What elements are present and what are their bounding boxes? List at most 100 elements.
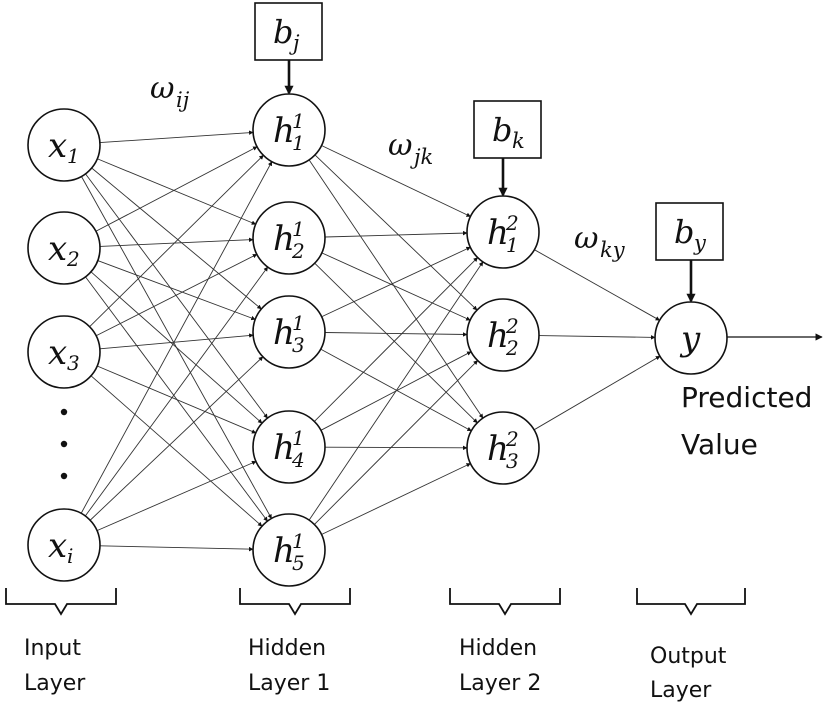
hidden2-node-3: h23 <box>466 411 540 485</box>
weight-jk-sub: jk <box>410 145 433 169</box>
hidden2-label-1: Hidden <box>459 636 537 661</box>
layer-label-hidden1: Hidden Layer 1 <box>248 636 330 696</box>
edge-hidden2-output <box>534 249 661 321</box>
edge-input-hidden1 <box>99 545 254 552</box>
hidden2-node-1-superscript: 2 <box>505 211 519 235</box>
edge-hidden1-hidden2 <box>324 230 468 238</box>
hidden1-node-2-circle <box>252 201 326 275</box>
hidden2-node-2-superscript: 2 <box>505 314 519 338</box>
input-node-4-symbol: x <box>48 526 67 566</box>
edge-input-hidden1 <box>85 276 268 522</box>
brace-output <box>636 588 746 616</box>
output-node-symbol: y <box>679 319 701 359</box>
weight-label-jk: ω jk <box>388 128 433 169</box>
edge-input-hidden1 <box>97 260 256 321</box>
hidden1-node-5-superscript: 1 <box>292 529 305 553</box>
hidden2-node-2-symbol: h <box>487 316 509 356</box>
hidden1-node-1-symbol: h <box>273 111 295 151</box>
hidden1-node-4-symbol: h <box>273 428 295 468</box>
hidden1-node-3: h13 <box>252 295 326 369</box>
input-node-2-subscript: 2 <box>66 247 80 271</box>
edge-hidden1-hidden2 <box>314 257 478 422</box>
brace-hidden2 <box>449 588 561 616</box>
ellipsis-dot <box>60 472 68 480</box>
input-node-3-subscript: 3 <box>67 351 80 375</box>
hidden2-node-3-subscript: 3 <box>506 449 519 473</box>
output-layer-label-1: Output <box>650 644 727 669</box>
hidden1-node-4-superscript: 1 <box>292 426 305 450</box>
input-node-1-subscript: 1 <box>67 144 80 168</box>
edge-hidden2-output <box>533 355 661 431</box>
edge-hidden1-hidden2 <box>321 463 471 535</box>
ellipsis-dot <box>60 408 68 416</box>
bias-output-box <box>655 202 724 261</box>
edge-hidden1-hidden2 <box>308 261 484 521</box>
edge-input-hidden1 <box>95 146 258 232</box>
output-node: y <box>654 301 728 375</box>
edge-input-hidden1 <box>89 356 264 521</box>
edge-hidden2-output <box>538 335 656 340</box>
hidden2-node-2-circle <box>466 298 540 372</box>
edge-input-hidden1 <box>96 460 257 532</box>
input-node-3-circle <box>27 315 101 389</box>
weight-ky-sub: ky <box>600 238 626 262</box>
hidden1-node-3-subscript: 3 <box>292 333 305 357</box>
input-node-4-subscript: i <box>67 544 73 568</box>
bias-output-symbol: b <box>674 213 694 251</box>
edge-input-hidden1 <box>84 266 269 517</box>
bias-hidden1-symbol: b <box>273 13 293 51</box>
hidden1-node-5: h15 <box>252 513 326 587</box>
edge-input-hidden1 <box>99 237 254 247</box>
input-node-1-circle <box>27 108 101 182</box>
edge-input-hidden1 <box>85 173 268 419</box>
layer-label-hidden2: Hidden Layer 2 <box>459 636 541 696</box>
bias-hidden2-symbol: b <box>492 111 512 149</box>
bias-hidden1-subscript: j <box>289 31 300 55</box>
edge-hidden1-hidden2 <box>314 154 478 311</box>
weight-label-ij: ω ij <box>150 71 190 112</box>
layer-label-output: Output Layer <box>650 644 727 703</box>
output-layer-label-2: Layer <box>650 678 712 703</box>
weight-ij-base: ω <box>150 71 174 106</box>
hidden1-node-4-circle <box>252 410 326 484</box>
predicted-label: Predicted <box>681 381 812 414</box>
edge-hidden1-hidden2 <box>321 145 471 217</box>
edge-input-hidden1 <box>91 167 262 310</box>
weight-jk-base: ω <box>388 128 412 163</box>
hidden1-node-3-circle <box>252 295 326 369</box>
connections <box>80 130 661 552</box>
input-node-1-symbol: x <box>48 126 67 166</box>
edge-input-hidden1 <box>99 130 254 144</box>
edge-hidden1-hidden2 <box>320 348 472 432</box>
hidden1-node-1-superscript: 1 <box>292 109 305 133</box>
input-layer-label-1: Input <box>24 636 81 661</box>
edge-hidden1-hidden2 <box>308 159 484 419</box>
edge-hidden1-hidden2 <box>321 246 471 318</box>
hidden1-label-1: Hidden <box>248 636 326 661</box>
hidden1-node-3-symbol: h <box>273 313 295 353</box>
input-node-2-circle <box>27 211 101 285</box>
input-node-4-circle <box>27 508 101 582</box>
edge-hidden1-hidden2 <box>324 332 468 337</box>
hidden2-node-1: h21 <box>466 195 540 269</box>
weight-ky-base: ω <box>574 221 598 256</box>
input-ellipsis <box>60 408 68 480</box>
hidden1-node-4-subscript: 4 <box>291 448 305 472</box>
layer-label-input: Input Layer <box>24 636 86 696</box>
hidden2-node-3-circle <box>466 411 540 485</box>
hidden2-node-2: h22 <box>466 298 540 372</box>
bias-hidden2-subscript: k <box>512 129 525 153</box>
edge-input-hidden1 <box>97 158 257 225</box>
hidden1-node-4: h14 <box>252 410 326 484</box>
hidden1-node-1-circle <box>252 93 326 167</box>
weight-ij-sub: ij <box>176 88 190 112</box>
